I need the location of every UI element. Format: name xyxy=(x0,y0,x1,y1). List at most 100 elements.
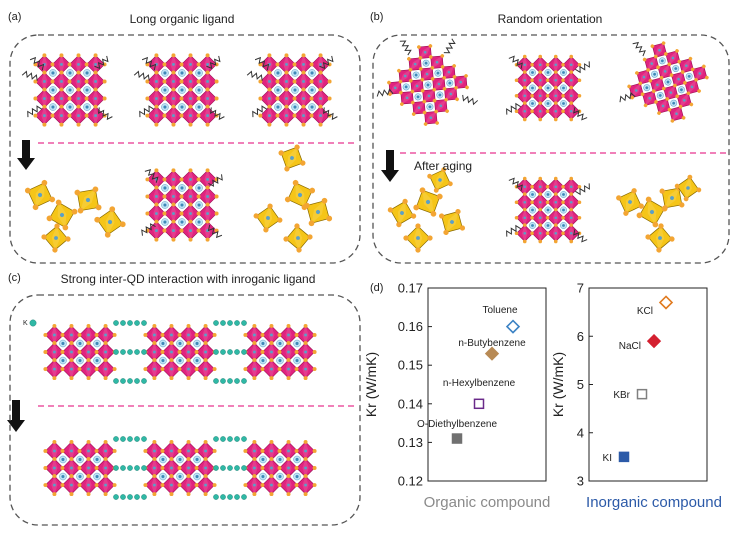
halide-atom xyxy=(145,194,150,199)
halide-atom xyxy=(292,96,297,101)
octahedron xyxy=(690,64,709,83)
lead-atom xyxy=(94,62,98,66)
k-ion xyxy=(134,320,140,326)
halide-atom xyxy=(186,376,191,381)
halide-atom xyxy=(561,231,565,236)
halide-atom xyxy=(553,101,558,105)
halide-atom xyxy=(24,187,31,194)
halide-atom xyxy=(275,79,280,84)
octahedron xyxy=(60,358,83,381)
halide-atom xyxy=(318,87,323,92)
halide-atom xyxy=(188,168,193,173)
halide-atom xyxy=(408,67,413,72)
halide-atom xyxy=(514,215,519,220)
halide-atom xyxy=(143,448,148,453)
lead-atom xyxy=(189,97,192,100)
halide-atom xyxy=(309,113,314,118)
halide-atom xyxy=(561,93,565,98)
octahedron xyxy=(530,176,551,197)
lead-atom xyxy=(154,97,158,100)
halide-atom xyxy=(275,113,280,118)
halide-atom xyxy=(103,358,108,363)
halide-atom xyxy=(188,104,193,109)
halide-atom xyxy=(422,99,427,104)
lead-atom xyxy=(538,63,542,67)
halide-atom xyxy=(294,448,299,453)
cs-atom-core xyxy=(658,94,662,97)
halide-atom xyxy=(86,376,91,381)
halide-atom xyxy=(50,96,55,101)
y-tick-label: 6 xyxy=(577,329,584,344)
lead-atom xyxy=(304,466,308,470)
halide-atom xyxy=(294,466,299,470)
octahedron xyxy=(309,104,332,127)
halide-atom xyxy=(171,219,176,224)
halide-atom xyxy=(171,104,176,109)
arrow-shaft xyxy=(22,140,30,160)
halide-atom xyxy=(696,187,702,193)
halide-atom xyxy=(277,483,282,488)
ligand-chain xyxy=(139,105,155,118)
cs-atom-core xyxy=(546,71,550,74)
lead-atom xyxy=(285,62,288,66)
halide-atom xyxy=(196,228,201,233)
halide-atom xyxy=(681,116,686,120)
halide-atom xyxy=(441,167,447,173)
cs-atom-core xyxy=(161,341,165,346)
halide-atom xyxy=(455,97,459,102)
cs-atom-core xyxy=(51,88,55,92)
lead-atom xyxy=(287,449,290,453)
octahedron xyxy=(43,474,66,497)
halide-atom xyxy=(440,65,445,69)
halide-atom xyxy=(569,192,574,196)
halide-atom xyxy=(162,113,167,118)
octahedron xyxy=(94,474,117,497)
halide-atom xyxy=(171,87,176,92)
lead-atom xyxy=(172,195,175,198)
halide-atom xyxy=(659,188,665,194)
halide-atom xyxy=(267,70,272,75)
lead-atom xyxy=(554,200,558,204)
cs-atom-core xyxy=(78,457,82,462)
halide-atom xyxy=(179,228,184,233)
halide-atom xyxy=(260,448,265,453)
halide-atom xyxy=(186,474,191,479)
lead-atom xyxy=(94,97,98,100)
lead-atom xyxy=(538,78,542,82)
halide-atom xyxy=(300,160,306,166)
halide-atom xyxy=(152,376,157,381)
panel-c-box xyxy=(9,294,361,526)
cs-atom-core xyxy=(163,186,167,190)
halide-atom xyxy=(179,194,184,199)
lead-atom xyxy=(554,94,558,98)
halide-atom xyxy=(145,79,150,84)
k-ion xyxy=(241,378,247,384)
halide-atom xyxy=(162,211,167,216)
halide-atom xyxy=(94,483,99,488)
lead-atom xyxy=(270,333,273,337)
k-ion-legend-icon xyxy=(29,319,37,327)
halide-atom xyxy=(52,492,57,497)
halide-atom xyxy=(74,189,81,196)
halide-atom xyxy=(59,53,64,58)
panel-b-title: Random orientation xyxy=(498,12,603,26)
halide-atom xyxy=(553,70,558,74)
halide-atom xyxy=(50,79,55,84)
octahedron xyxy=(399,89,416,106)
octahedron xyxy=(179,104,202,127)
halide-atom xyxy=(169,474,174,479)
halide-atom xyxy=(286,439,291,444)
halide-atom xyxy=(658,223,664,229)
lead-atom xyxy=(523,109,527,113)
k-ion xyxy=(120,436,126,442)
lead-atom xyxy=(413,62,417,66)
halide-atom xyxy=(93,87,98,92)
lead-atom xyxy=(206,80,210,83)
cs-atom-core xyxy=(295,341,299,346)
k-ion xyxy=(227,378,233,384)
halide-atom xyxy=(447,181,453,187)
octahedron xyxy=(413,187,443,217)
data-label: n-Butybenzene xyxy=(458,338,526,349)
lead-atom xyxy=(538,200,542,204)
halide-atom xyxy=(652,221,659,228)
